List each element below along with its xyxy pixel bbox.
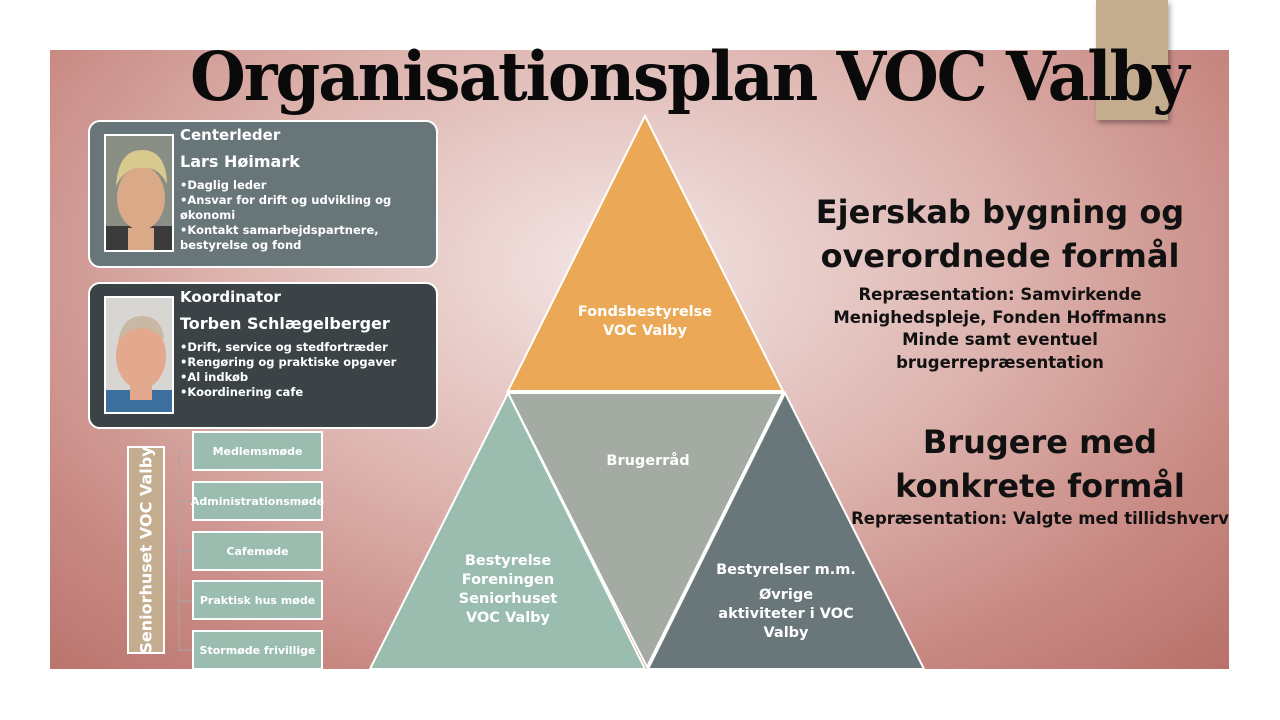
meeting-item: Stormøde frivillige [192,630,323,670]
meeting-item: Cafemøde [192,531,323,571]
pyramid-top-label: Fondsbestyrelse VOC Valby [545,303,745,341]
users-sub: Repræsentation: Valgte med tillidshverv [851,509,1229,528]
pyramid-left-line: Bestyrelse [464,553,552,569]
pyramid-left-line: VOC Valby [466,610,550,626]
pyramid-left-line: Seniorhuset [458,591,558,607]
decorative-tab [1096,0,1168,120]
pyramid-left-triangle [368,390,647,670]
pyramid-middle-triangle [506,392,785,670]
koordinator-duties: Drift, service og stedfortræder Rengørin… [180,340,410,400]
ownership-heading: Ejerskab bygning og [815,193,1185,231]
duty-item: Al indkøb [180,370,410,385]
pyramid-right-title: Bestyrelser m.m. [716,562,856,578]
duty-item: Rengøring og praktiske opgaver [180,355,410,370]
ownership-heading: overordnede formål [820,237,1180,275]
centerleder-photo [104,134,174,252]
pyramid-top-line: VOC Valby [603,323,687,339]
ownership-sub: brugerrepræsentation [896,352,1104,372]
users-heading: konkrete formål [895,467,1185,505]
meeting-item: Medlemsmøde [192,431,323,471]
koordinator-name: Torben Schlægelberger [180,314,390,333]
users-block: Brugere med konkrete formål Repræsentati… [830,420,1250,531]
centerleder-name: Lars Høimark [180,152,300,171]
pyramid-left-line: Foreningen [461,572,555,588]
ownership-sub: Minde samt eventuel [902,330,1098,349]
centerleder-card: Centerleder Lars Høimark Daglig leder An… [88,120,438,268]
pyramid-right-line: Øvrige [758,587,814,603]
pyramid-middle-label: Brugerråd [606,453,690,469]
duty-item: Ansvar for drift og udvikling og økonomi [180,193,410,223]
duty-item: Daglig leder [180,178,410,193]
koordinator-card: Koordinator Torben Schlægelberger Drift,… [88,282,438,429]
seniorhuset-label: Seniorhuset VOC Valby [127,446,165,654]
pyramid-right-label: Bestyrelser m.m. Øvrige aktiviteter i VO… [686,561,886,643]
duty-item: Drift, service og stedfortræder [180,340,410,355]
ownership-block: Ejerskab bygning og overordnede formål R… [790,190,1210,374]
pyramid-right-triangle [646,390,926,670]
meeting-item: Praktisk hus møde [192,580,323,620]
pyramid-left-label: Bestyrelse Foreningen Seniorhuset VOC Va… [408,552,608,628]
meeting-item: Administrationsmøde [191,481,324,521]
centerleder-role: Centerleder [180,126,281,144]
pyramid-top-line: Fondsbestyrelse [577,304,713,320]
pyramid-top-triangle [506,113,785,392]
meetings-bracket [178,451,192,651]
ownership-sub: Repræsentation: Samvirkende [858,285,1142,304]
koordinator-photo [104,296,174,414]
duty-item: Kontakt samarbejdspartnere, bestyrelse o… [180,223,410,253]
centerleder-duties: Daglig leder Ansvar for drift og udvikli… [180,178,410,253]
koordinator-role: Koordinator [180,288,281,306]
ownership-sub: Menighedspleje, Fonden Hoffmanns [833,307,1167,327]
pyramid-right-line: Valby [763,625,809,641]
pyramid-right-line: aktiviteter i VOC [718,606,854,622]
duty-item: Koordinering cafe [180,385,410,400]
users-heading: Brugere med [922,423,1158,461]
